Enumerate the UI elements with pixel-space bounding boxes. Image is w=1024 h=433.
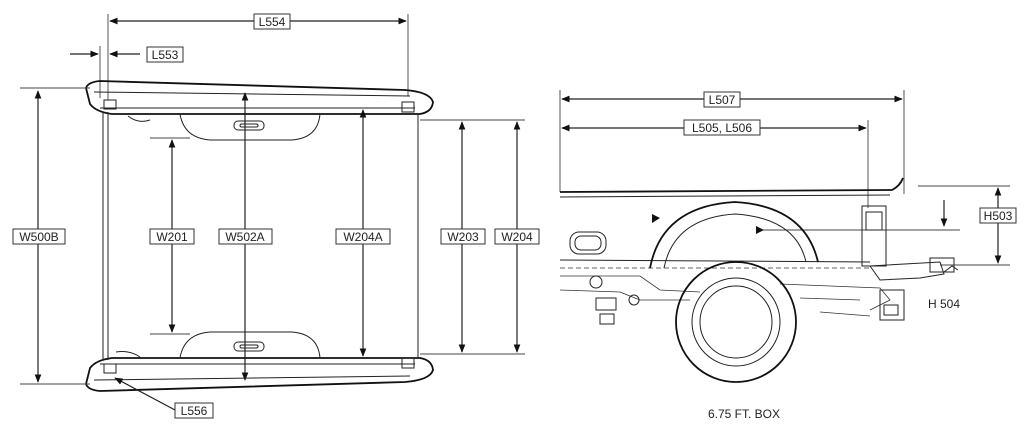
tiedown-icon (401, 101, 415, 113)
svg-text:W502A: W502A (225, 230, 264, 244)
svg-text:W203: W203 (447, 230, 479, 244)
tiedown-icon (103, 363, 117, 374)
svg-text:W500B: W500B (19, 230, 58, 244)
label-h504: H 504 (928, 297, 960, 311)
tiedown-icon (103, 99, 117, 110)
svg-text:L505, L506: L505, L506 (692, 121, 752, 135)
label-l553: L553 (146, 46, 184, 63)
wheelwell-bottom (179, 331, 321, 359)
label-w201: W201 (149, 228, 195, 245)
svg-text:L554: L554 (259, 15, 286, 29)
label-w204a: W204A (335, 228, 391, 245)
fuel-door-icon (569, 231, 607, 255)
label-w502a: W502A (218, 228, 273, 245)
label-l507: L507 (703, 91, 741, 108)
label-l505-l506: L505, L506 (683, 119, 761, 136)
top-view (20, 14, 525, 411)
svg-text:W204: W204 (501, 230, 533, 244)
svg-text:W201: W201 (156, 230, 188, 244)
svg-text:L553: L553 (152, 48, 179, 62)
tire-icon (675, 261, 797, 383)
label-l554: L554 (253, 13, 291, 30)
wheelwell-top (179, 113, 321, 141)
label-h503: H503 (979, 207, 1017, 224)
svg-text:H503: H503 (984, 209, 1013, 223)
svg-text:L556: L556 (181, 404, 208, 418)
label-w500b: W500B (12, 228, 66, 245)
box-caption: 6.75 FT. BOX (708, 407, 780, 421)
label-l556: L556 (174, 402, 214, 419)
svg-text:L507: L507 (709, 93, 736, 107)
tiedown-icon (401, 357, 415, 369)
side-view (559, 90, 1010, 383)
label-w203: W203 (440, 228, 486, 245)
svg-text:W204A: W204A (343, 230, 382, 244)
marker-icon (756, 226, 764, 234)
label-w204: W204 (494, 228, 540, 245)
marker-icon (652, 214, 660, 223)
